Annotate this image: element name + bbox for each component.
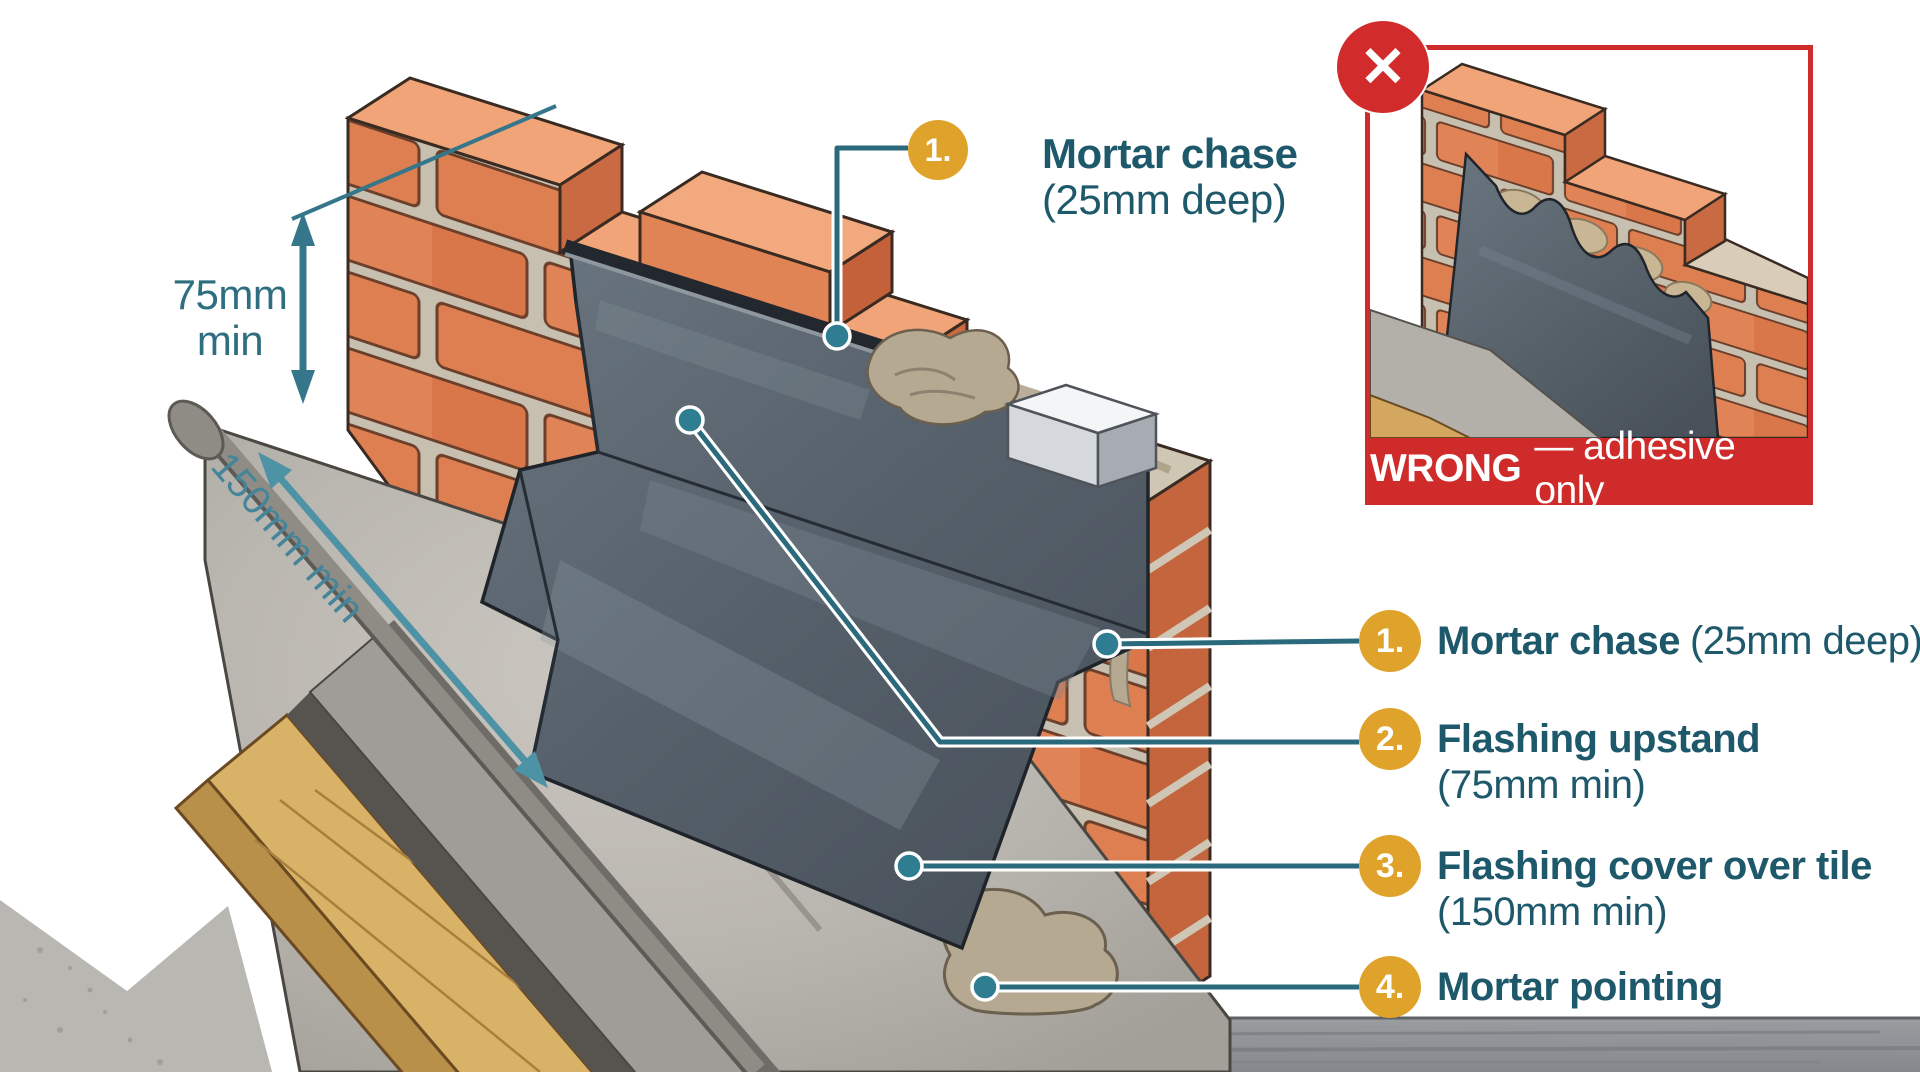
- callout-1-dot: [822, 321, 852, 351]
- legend-badge-2: 2.: [1359, 708, 1421, 770]
- top-brick: [636, 170, 896, 335]
- trowel: [1003, 383, 1161, 489]
- callout-1-subtitle: (25mm deep): [1042, 176, 1287, 223]
- callout-1-title: Mortar chase: [1042, 130, 1298, 177]
- reference-line: [291, 104, 557, 221]
- upstand-dim-unit: min: [196, 317, 264, 364]
- legend-1-leader: [1106, 638, 1360, 647]
- cross-icon: ✕: [1337, 21, 1429, 113]
- legend-1-dot: [1092, 629, 1122, 659]
- legend-item-4: Mortar pointing: [1437, 965, 1723, 1009]
- legend-2-dot: [675, 405, 705, 435]
- tile-edge-and-battens: [0, 399, 781, 1072]
- wrong-caption-rest: — adhesive only: [1534, 425, 1736, 512]
- wrong-caption: WRONG — adhesive only: [1370, 425, 1808, 512]
- legend-badge-3: 3.: [1359, 835, 1421, 897]
- inset-tile: [1370, 308, 1602, 438]
- upstand-dimension-label: 75mm min: [130, 272, 330, 364]
- wrong-example-inset: ✕ WRONG — adhesive only: [1337, 21, 1813, 512]
- upstand-dim-value: 75mm: [172, 271, 288, 318]
- legend-item-2: Flashing upstand (75mm min): [1437, 717, 1761, 807]
- legend-2-leader: [688, 418, 1359, 745]
- legend-item-1: Mortar chase(25mm deep): [1437, 619, 1920, 663]
- legend-3-dot: [894, 851, 924, 881]
- cover-dimension-arrow: [258, 452, 548, 788]
- leader-lines: [675, 142, 1360, 1002]
- legend-4-dot: [970, 972, 1000, 1002]
- callout-1-leader: [834, 145, 908, 328]
- callout-1-label: Mortar chase (25mm deep): [1042, 130, 1298, 223]
- upstand-dimension-arrow: [291, 104, 557, 404]
- callout-1-badge: 1.: [908, 120, 968, 180]
- legend-badge-4: 4.: [1359, 956, 1421, 1018]
- wrong-example-illustration: [1370, 62, 1808, 438]
- wrong-caption-bold: WRONG: [1370, 447, 1522, 490]
- legend-item-3: Flashing cover over tile (150mm min): [1437, 844, 1872, 934]
- legend-badge-1: 1.: [1359, 610, 1421, 672]
- mortar-blob: [866, 328, 1020, 426]
- inset-batten: [1370, 393, 1471, 438]
